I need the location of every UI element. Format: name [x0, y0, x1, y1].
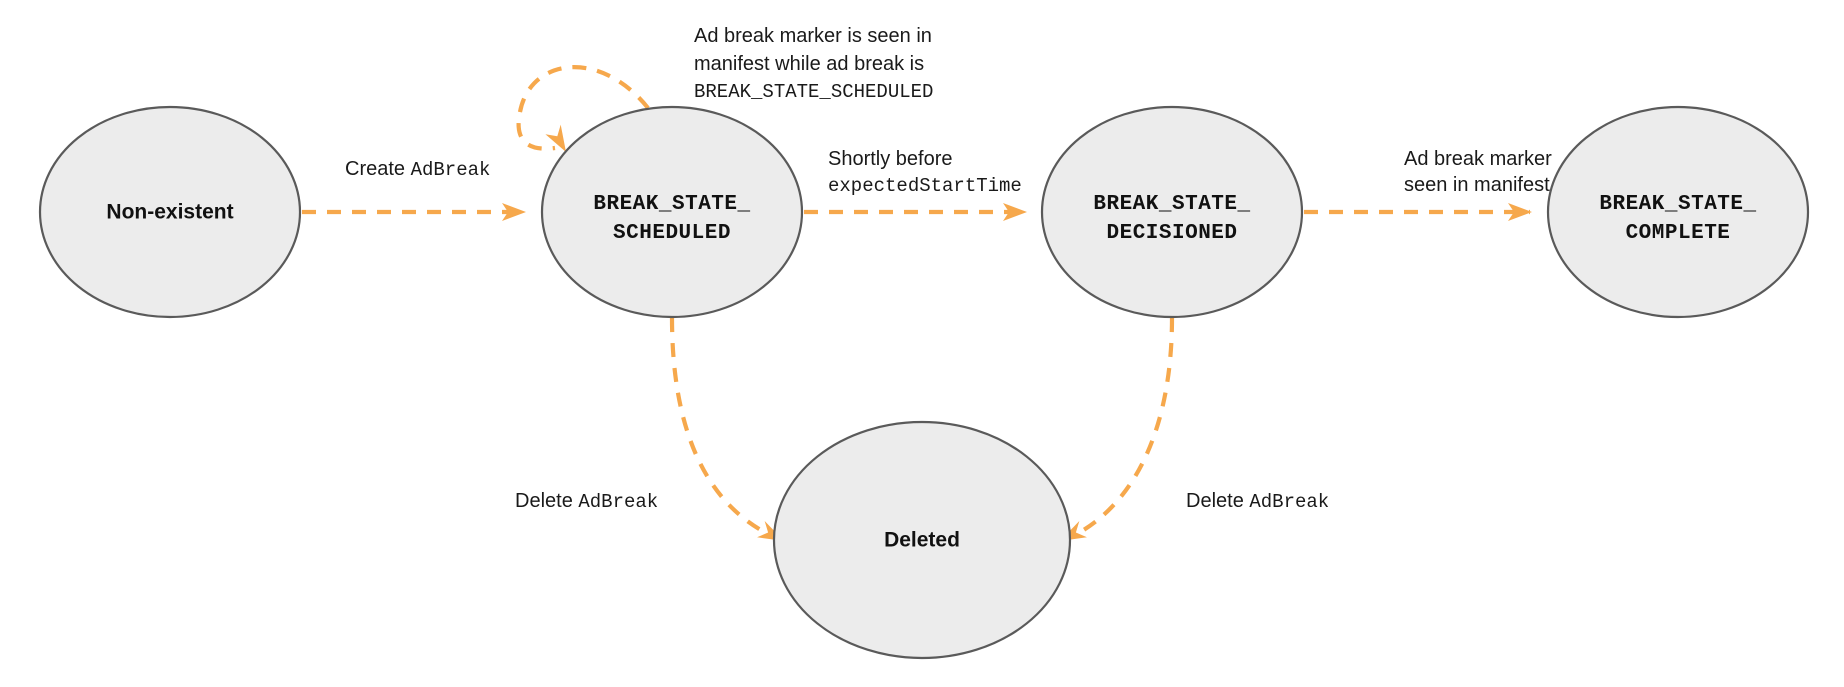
node-deleted[interactable]: Deleted — [772, 420, 1072, 660]
edge-label-marker-seen-while-scheduled: Ad break marker is seen in manifest whil… — [694, 25, 933, 103]
edge-label-delete-adbreak-from-decisioned: Delete AdBreak — [1186, 490, 1329, 513]
edge-label-delete-scheduled-seg0: Delete — [515, 490, 578, 512]
edge-delete-adbreak-from-scheduled[interactable] — [669, 317, 788, 548]
edge-label-marker-seen-in-manifest-line1: Ad break marker — [1404, 148, 1552, 170]
edge-marker-seen-while-scheduled-arrowhead — [545, 124, 566, 152]
node-break-state-decisioned-label-line1: BREAK_STATE_ — [1093, 193, 1250, 216]
edge-label-delete-scheduled-seg1: AdBreak — [578, 491, 658, 513]
edge-create-adbreak[interactable] — [302, 203, 526, 221]
edge-label-shortly-before-line1: Shortly before — [828, 148, 953, 170]
node-non-existent-shape — [38, 105, 302, 319]
edge-label-delete-adbreak-from-scheduled: Delete AdBreak — [515, 490, 658, 513]
node-break-state-scheduled-label-line2: SCHEDULED — [613, 222, 731, 245]
edge-label-shortly-before-line2: expectedStartTime — [828, 175, 1022, 197]
node-break-state-complete-label-line2: COMPLETE — [1626, 222, 1731, 245]
edge-label-marker-seen-in-manifest: Ad break marker seen in manifest — [1404, 148, 1552, 196]
node-deleted-shape — [772, 420, 1072, 660]
edge-delete-adbreak-from-decisioned-path — [1074, 317, 1175, 537]
edge-label-create-adbreak-seg1: AdBreak — [411, 159, 491, 181]
edge-marker-seen-while-scheduled[interactable] — [516, 64, 650, 156]
node-non-existent-label: Non-existent — [106, 201, 233, 224]
node-break-state-decisioned-shape — [1040, 105, 1304, 319]
edge-label-marker-seen-while-scheduled-line1: Ad break marker is seen in — [694, 25, 932, 47]
node-break-state-scheduled-label-line1: BREAK_STATE_ — [593, 193, 750, 216]
node-break-state-decisioned-label-line2: DECISIONED — [1106, 222, 1237, 245]
edge-label-shortly-before-expected-start-time: Shortly before expectedStartTime — [828, 148, 1022, 197]
edge-marker-seen-while-scheduled-path — [516, 64, 650, 151]
node-break-state-scheduled-shape — [540, 105, 804, 319]
edge-marker-seen-in-manifest[interactable] — [1304, 203, 1532, 221]
edge-label-create-adbreak: Create AdBreak — [345, 158, 490, 181]
node-break-state-complete[interactable]: BREAK_STATE_ COMPLETE — [1546, 105, 1810, 319]
edge-delete-adbreak-from-scheduled-path — [669, 317, 771, 537]
edge-label-marker-seen-in-manifest-line2: seen in manifest — [1404, 174, 1550, 196]
edge-delete-adbreak-from-decisioned[interactable] — [1056, 317, 1175, 548]
node-break-state-scheduled[interactable]: BREAK_STATE_ SCHEDULED — [540, 105, 804, 319]
node-deleted-label: Deleted — [884, 529, 960, 552]
node-break-state-complete-shape — [1546, 105, 1810, 319]
edge-label-delete-adbreak-from-scheduled-text: Delete AdBreak — [515, 490, 658, 513]
node-break-state-decisioned[interactable]: BREAK_STATE_ DECISIONED — [1040, 105, 1304, 319]
edge-shortly-before-expected-start-time-arrowhead — [1003, 203, 1027, 221]
edge-label-marker-seen-while-scheduled-line2: manifest while ad break is — [694, 53, 924, 75]
edge-label-marker-seen-while-scheduled-line3: BREAK_STATE_SCHEDULED — [694, 81, 933, 103]
edge-label-delete-adbreak-from-decisioned-text: Delete AdBreak — [1186, 490, 1329, 513]
edge-label-delete-decisioned-seg1: AdBreak — [1249, 491, 1329, 513]
edge-shortly-before-expected-start-time[interactable] — [804, 203, 1027, 221]
edge-create-adbreak-arrowhead — [502, 203, 526, 221]
edge-marker-seen-in-manifest-arrowhead — [1508, 203, 1532, 221]
edge-label-create-adbreak-text: Create AdBreak — [345, 158, 490, 181]
edge-label-delete-decisioned-seg0: Delete — [1186, 490, 1249, 512]
edge-label-create-adbreak-seg0: Create — [345, 158, 411, 180]
node-non-existent[interactable]: Non-existent — [38, 105, 302, 319]
node-break-state-complete-label-line1: BREAK_STATE_ — [1599, 193, 1756, 216]
